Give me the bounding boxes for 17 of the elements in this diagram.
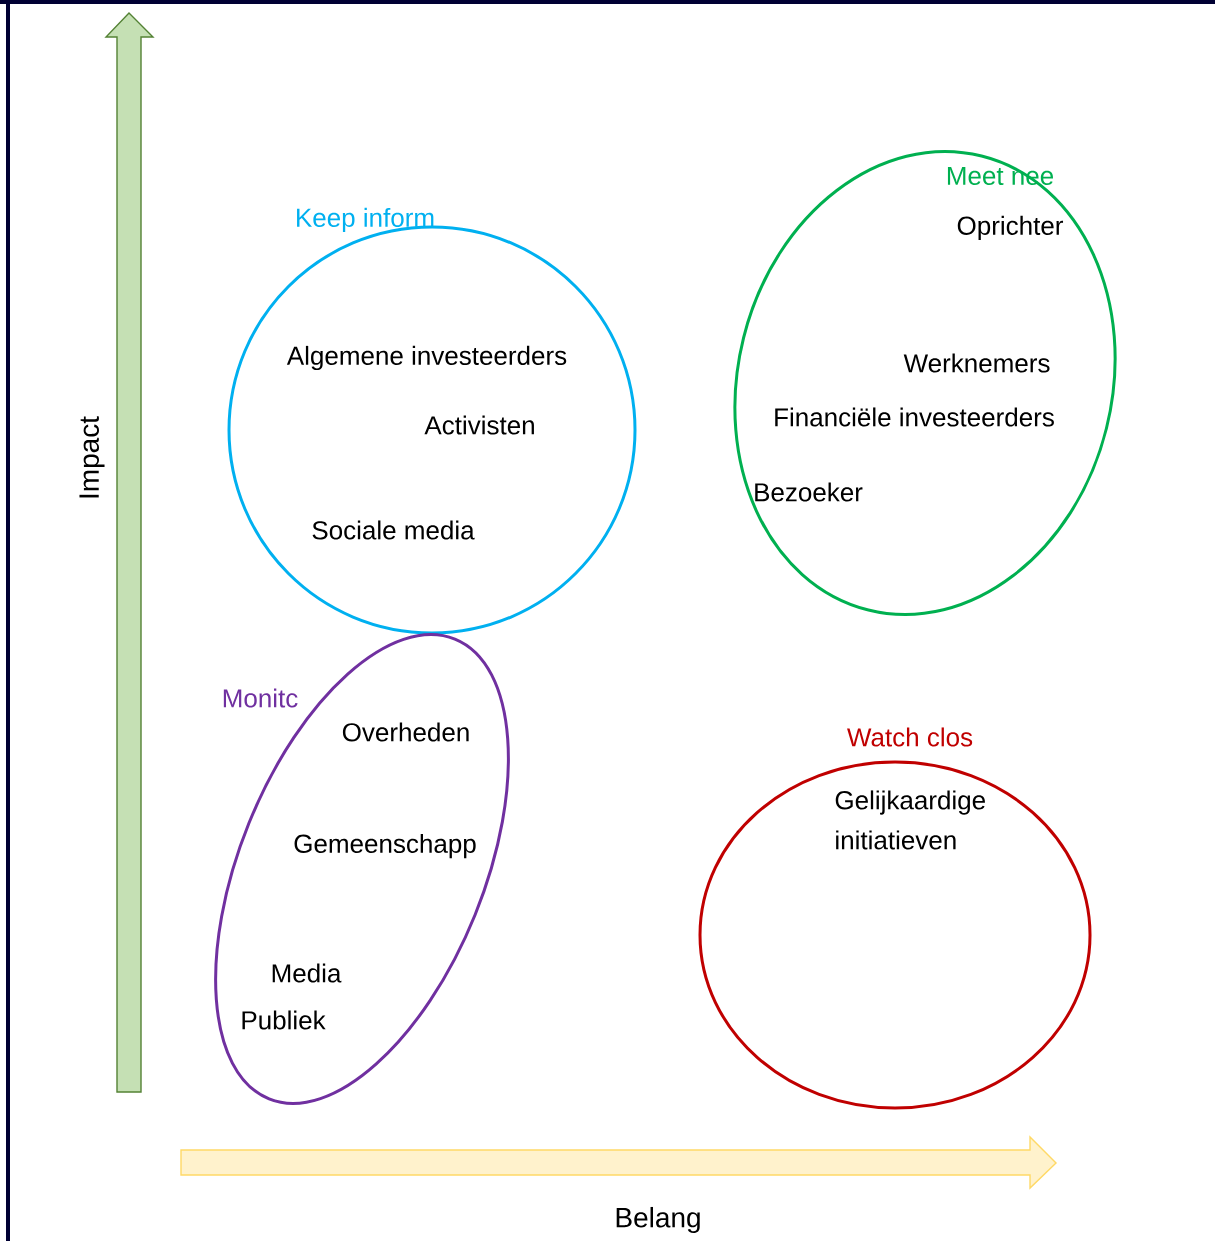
stakeholder-label: Media xyxy=(272,963,342,983)
group-heading: Monitc xyxy=(223,688,298,708)
stakeholder-label: Bezoeker xyxy=(755,482,863,502)
group-heading: Keep inform xyxy=(297,207,434,233)
stakeholder-label: Algemene investeerders xyxy=(286,345,567,371)
stakeholder-label: Gelijkaardige initiatieven xyxy=(835,790,985,850)
axis-label: Belang xyxy=(616,1206,700,1234)
axis-label: Impact xyxy=(79,416,105,498)
stakeholder-label: Activisten xyxy=(424,415,534,435)
stakeholder-label: Werknemers xyxy=(903,353,1050,373)
stakeholder-label: Gemeenschapp xyxy=(294,833,476,859)
group-heading: Watch clos xyxy=(847,727,973,747)
stakeholder-label: Sociale media xyxy=(312,520,475,540)
stakeholder-label: Financiële investeerders xyxy=(775,407,1054,427)
stakeholder-label: Publiek xyxy=(242,1010,326,1030)
stakeholder-label: Overheden xyxy=(342,722,469,742)
stakeholder-label: Oprichter xyxy=(957,215,1063,241)
